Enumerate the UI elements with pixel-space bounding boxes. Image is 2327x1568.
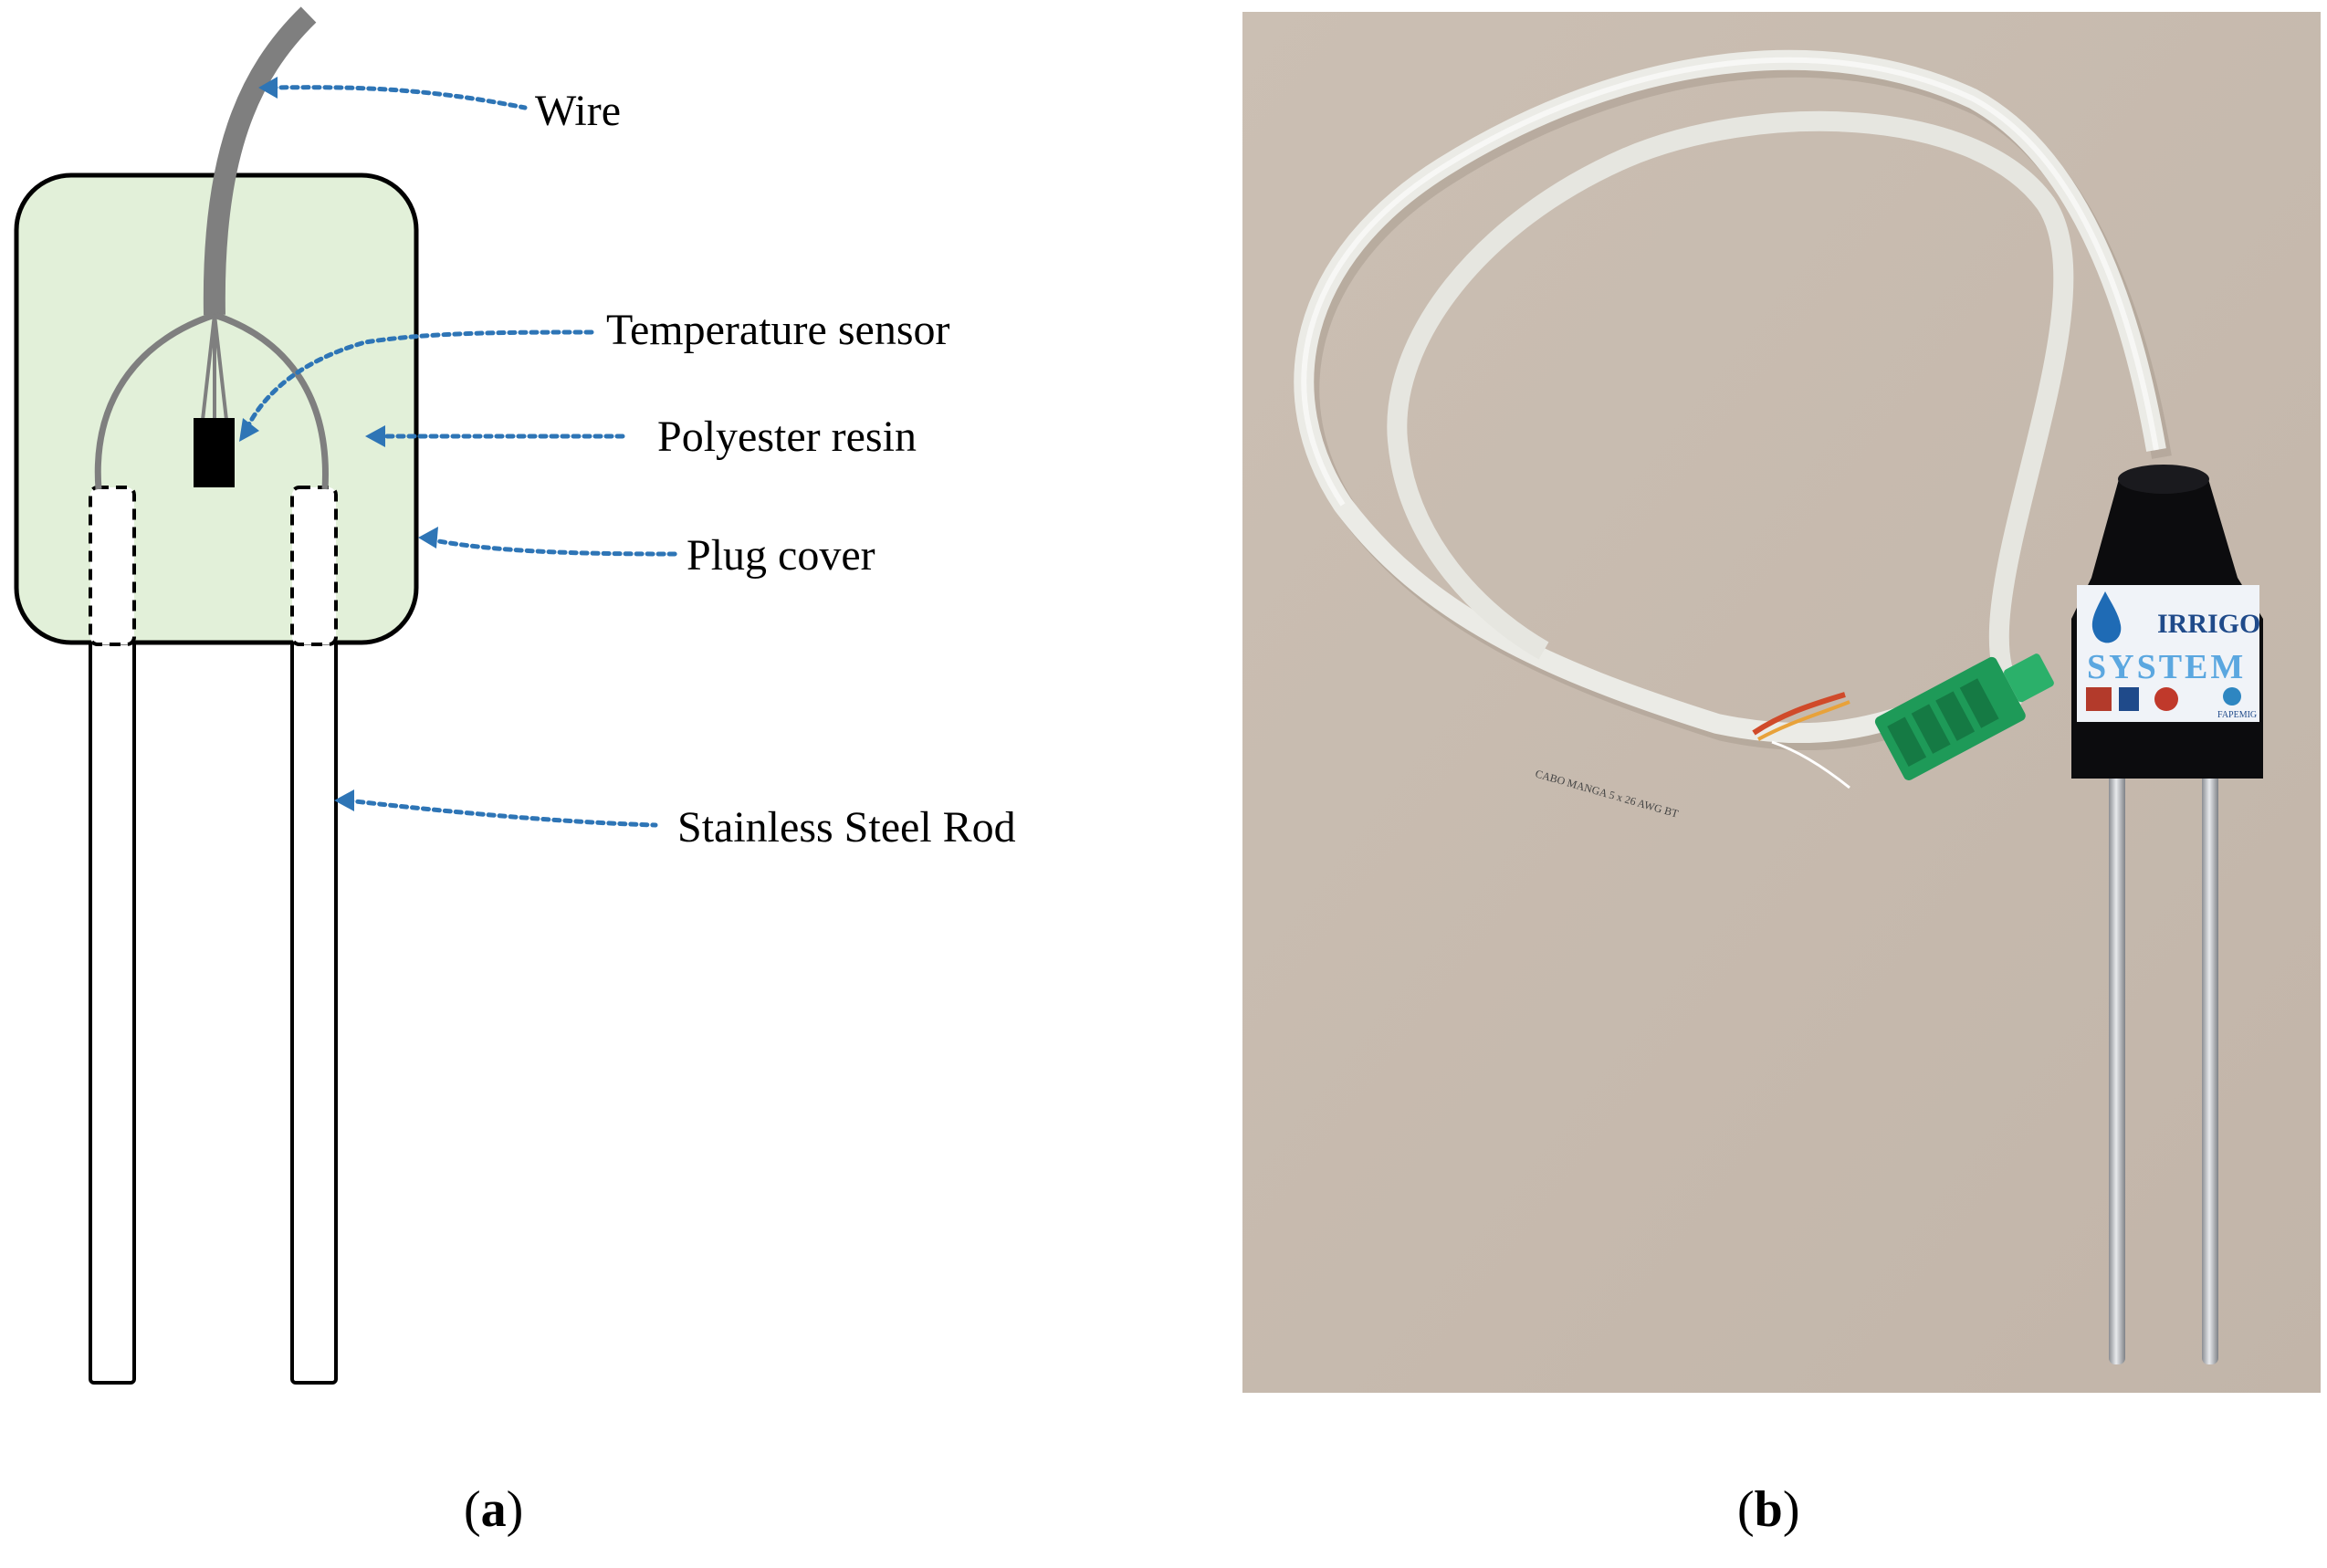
sensor-leads xyxy=(201,314,228,421)
wire-to-left-rod xyxy=(94,311,216,490)
sponsor-logo-4 xyxy=(2223,687,2241,706)
temperature-sensor-leader xyxy=(244,329,594,432)
left-rod-embedded xyxy=(89,486,136,646)
stainless-steel-rod-leader xyxy=(344,798,658,828)
temperature-sensor-label: Temperature sensor xyxy=(606,306,949,354)
caption-a: (a) xyxy=(464,1480,523,1539)
stainless-steel-rod-arrowhead xyxy=(334,789,354,811)
sensor-cap xyxy=(2118,465,2209,494)
polyester-resin-arrowhead xyxy=(365,425,385,447)
caption-b-open: ( xyxy=(1737,1481,1755,1538)
water-drop-logo xyxy=(2091,591,2122,643)
plug-cover-leader xyxy=(426,537,678,557)
cable-inner-loop xyxy=(1387,110,2074,710)
polyester-resin-label: Polyester resin xyxy=(657,413,917,461)
plug-cover-label: Plug cover xyxy=(687,531,875,580)
stainless-steel-rod-label: Stainless Steel Rod xyxy=(677,803,1016,852)
sponsor-logo-1 xyxy=(2086,687,2112,711)
green-connector xyxy=(1874,653,2054,780)
wire-cable xyxy=(203,6,317,316)
wire-label: Wire xyxy=(535,87,621,135)
caption-a-close: ) xyxy=(506,1481,524,1538)
sponsor-label: FAPEMIG xyxy=(2217,710,2257,720)
caption-a-letter: a xyxy=(480,1481,507,1538)
left-steel-rod xyxy=(89,637,136,1385)
caption-b-letter: b xyxy=(1754,1481,1783,1538)
photo-left-rod xyxy=(2109,769,2125,1364)
plug-cover-arrowhead xyxy=(418,527,438,549)
photo-right-rod xyxy=(2202,769,2218,1364)
sensor-schematic: Wire Temperature sensor Polyester resin … xyxy=(14,6,1016,1385)
temperature-sensor xyxy=(194,418,235,487)
brand-top: IRRIGO xyxy=(2157,609,2260,639)
sponsor-logo-3 xyxy=(2154,687,2178,711)
right-steel-rod xyxy=(290,637,338,1385)
wire-arrowhead xyxy=(258,77,278,99)
sensor-photo: CABO MANGA 5 x 26 AWG BT IRRIGO SYSTEM F… xyxy=(1242,12,2321,1393)
right-rod-embedded xyxy=(290,486,338,646)
cable-highlight xyxy=(1301,57,2159,507)
temperature-sensor-arrowhead xyxy=(239,418,259,442)
caption-b: (b) xyxy=(1737,1480,1799,1539)
white-thread xyxy=(1771,740,1850,789)
exposed-wires-2 xyxy=(1757,700,1850,741)
brand-bottom: SYSTEM xyxy=(2087,648,2246,686)
wire-leader xyxy=(267,85,528,110)
sponsor-logo-2 xyxy=(2119,687,2139,711)
caption-a-open: ( xyxy=(464,1481,481,1538)
exposed-wires xyxy=(1752,692,1846,736)
caption-b-close: ) xyxy=(1782,1481,1800,1538)
